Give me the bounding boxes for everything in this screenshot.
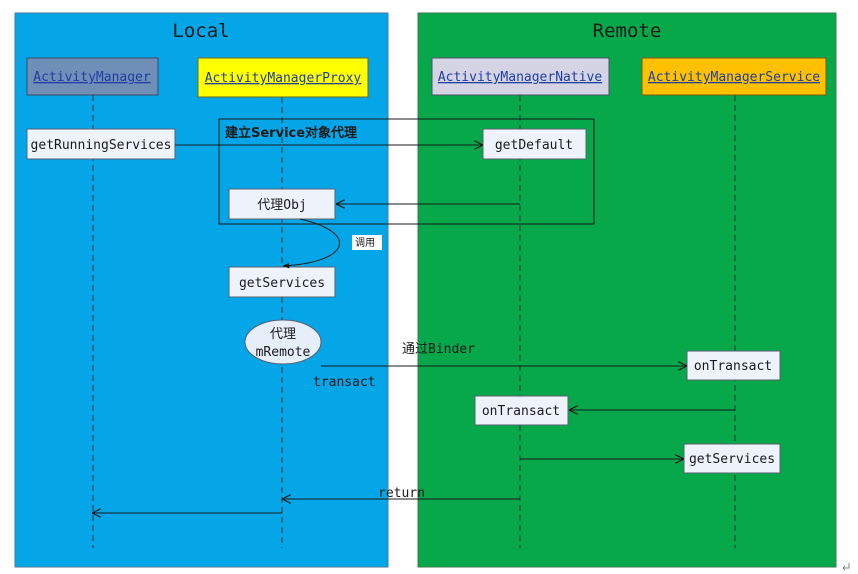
box-get-running-services <box>26 128 176 160</box>
box-on-transact-native <box>474 395 569 426</box>
return-symbol-icon <box>842 563 850 571</box>
ellipse-proxy-mremote <box>244 319 322 365</box>
ellipse-proxy-mremote-line2: mRemote <box>256 345 311 360</box>
return-label: return <box>378 486 425 501</box>
fragment-frame-build-proxy <box>218 118 595 225</box>
box-proxy-obj-label: 代理Obj <box>257 198 306 213</box>
box-get-default <box>482 128 587 160</box>
participant-activity-manager-native: ActivityManagerNative <box>431 57 610 96</box>
participant-activity-manager-proxy-label: ActivityManagerProxy <box>205 71 362 86</box>
fragment-label-build-proxy: 建立Service对象代理 <box>225 125 357 141</box>
box-get-default-label: getDefault <box>495 138 573 153</box>
box-get-services-remote-label: getServices <box>689 452 775 467</box>
message-invoke-curve <box>282 218 340 269</box>
invoke-label: 调用 <box>355 237 375 249</box>
participant-activity-manager: ActivityManager <box>26 57 159 96</box>
invoke-label-bg <box>352 235 382 250</box>
via-binder-label: 通过Binder <box>402 342 475 357</box>
participant-activity-manager-service-label: ActivityManagerService <box>648 70 820 85</box>
box-on-transact-native-label: onTransact <box>482 404 560 419</box>
transact-label: transact <box>313 375 376 390</box>
box-proxy-obj <box>228 188 336 220</box>
box-get-running-services-label: getRunningServices <box>31 138 172 153</box>
box-get-services-remote <box>683 443 781 474</box>
ellipse-proxy-mremote-line1: 代理 <box>270 327 296 342</box>
box-get-services-local <box>228 266 336 298</box>
participant-activity-manager-proxy: ActivityManagerProxy <box>197 57 369 98</box>
box-get-services-local-label: getServices <box>239 276 325 291</box>
local-title: Local <box>172 20 229 42</box>
participant-activity-manager-service: ActivityManagerService <box>641 57 827 96</box>
remote-title: Remote <box>593 20 662 42</box>
participant-activity-manager-native-label: ActivityManagerNative <box>438 70 603 85</box>
participant-activity-manager-label: ActivityManager <box>33 70 151 85</box>
box-on-transact-service-label: onTransact <box>694 359 772 374</box>
box-on-transact-service <box>686 350 781 381</box>
remote-region <box>417 12 837 568</box>
